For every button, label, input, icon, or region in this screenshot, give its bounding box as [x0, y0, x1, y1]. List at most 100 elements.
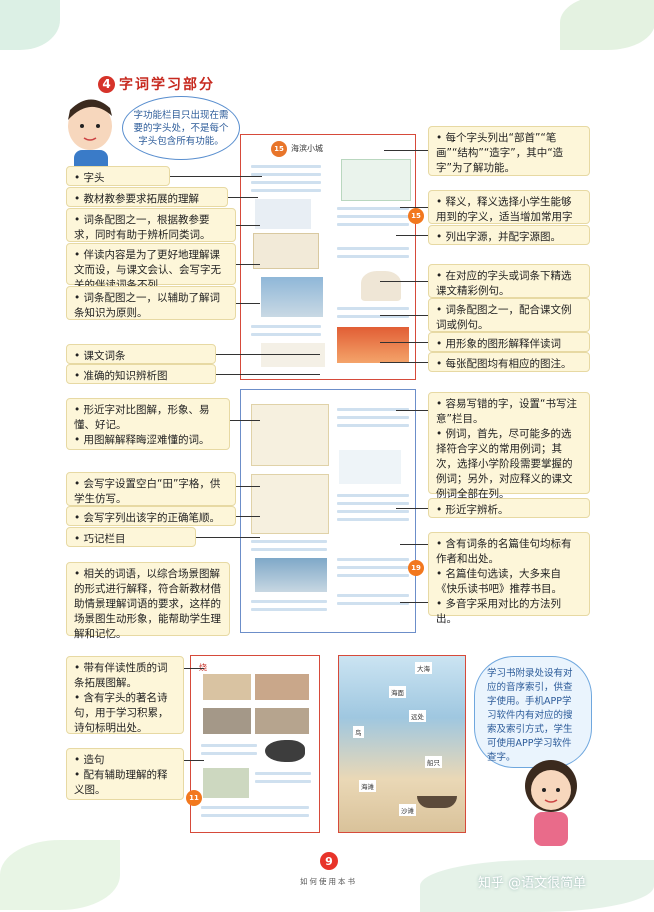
text-line [337, 307, 409, 310]
lake-photo [255, 558, 327, 592]
text-line [255, 772, 311, 775]
right-note: • 形近字辨析。 [428, 498, 590, 518]
text-line [251, 189, 321, 192]
bird-image [255, 199, 311, 229]
right-note: • 含有词条的名篇佳句均标有作者和出处。• 名篇佳句选读，大多来自《快乐读书吧》… [428, 532, 590, 625]
text-line [337, 510, 409, 513]
text-line [251, 181, 321, 184]
drawing-image [339, 450, 401, 484]
seagull-photo [261, 277, 323, 317]
leaf-decoration [560, 0, 654, 50]
connector-line [196, 537, 260, 538]
connector-line [380, 362, 428, 363]
text-line [337, 518, 409, 521]
bird-photo [203, 768, 249, 798]
right-note: • 释义，释义选择小学生能够用到的字义，适当增加常用字义。 [428, 190, 590, 238]
page-number: 9 [320, 852, 338, 870]
text-line [337, 416, 409, 419]
animal-photo [203, 674, 251, 700]
left-note: • 会写字列出该字的正确笔顺。 [66, 506, 236, 526]
left-note: • 词条配图之一，根据教参要求，同时有助于辨析同类词。 [66, 208, 236, 242]
leaf-decoration [420, 860, 654, 912]
right-note: • 每张配图均有相应的图注。 [428, 352, 590, 372]
text-line [251, 540, 327, 543]
connector-line [184, 668, 204, 669]
text-line [251, 325, 321, 328]
text-line [251, 173, 321, 176]
scene-label: 鸟 [353, 726, 364, 738]
connector-line [216, 354, 320, 355]
left-note: • 会写字设置空白“田”字格，供学生仿写。 [66, 472, 236, 506]
diagram-image [253, 233, 319, 269]
page-badge: 19 [408, 560, 424, 576]
animal-photo [255, 708, 309, 734]
boats-diagram [261, 343, 325, 367]
text-line [201, 806, 309, 809]
shell-illustration [361, 271, 401, 301]
right-note: • 词条配图之一，配合课文例词或例句。 [428, 298, 590, 332]
animal-photo [255, 674, 309, 700]
connector-line [400, 544, 428, 545]
text-line [337, 408, 409, 411]
page-badge: 11 [186, 790, 202, 806]
text-line [337, 602, 409, 605]
boat-illustration [417, 796, 457, 808]
girl-speech-bubble: 学习书附录处设有对应的音序索引，供查字使用。手机APP学习软件内有对应的搜索及索… [474, 656, 592, 768]
text-line [255, 780, 311, 783]
right-note: • 在对应的字头或词条下精选课文精彩例句。 [428, 264, 590, 298]
text-line [337, 215, 409, 218]
connector-line [380, 281, 428, 282]
connector-line [236, 303, 260, 304]
left-note: • 造句• 配有辅助理解的释义图。 [66, 748, 184, 800]
right-note: • 每个字头列出“部首”“笔画”“结构”“造字”，其中“造字”为了解功能。 [428, 126, 590, 176]
connector-line [396, 235, 428, 236]
text-line [337, 315, 409, 318]
right-note: • 容易写错的字，设置“书写注意”栏目。• 例词，首先，尽可能多的选择符合字义的… [428, 392, 590, 500]
text-line [337, 502, 409, 505]
connector-line [380, 315, 428, 316]
scene-label: 远处 [409, 710, 426, 722]
coral-photo [337, 327, 409, 363]
leaf-decoration [0, 840, 120, 910]
right-note: • 列出字源，并配字源图。 [428, 225, 590, 245]
connector-line [380, 342, 428, 343]
left-note: • 伴读内容是为了更好地理解课文而设，与课文会认、会写字无关的伴读词条不列。 [66, 243, 236, 291]
sample-page-characters [240, 389, 416, 633]
text-line [251, 165, 321, 168]
left-note: • 巧记栏目 [66, 527, 196, 547]
scene-label: 沙滩 [399, 804, 416, 816]
left-note: • 教材教参要求拓展的理解词。 [66, 187, 228, 220]
animal-photo [203, 708, 251, 734]
left-note: • 字头 [66, 166, 170, 186]
text-line [201, 744, 257, 747]
connector-line [216, 374, 320, 375]
page-footer: 如何使用本书 [300, 877, 357, 886]
connector-line [170, 176, 262, 177]
connector-line [236, 264, 260, 265]
text-line [337, 207, 409, 210]
left-note: • 词条配图之一，以辅助了解词条知识为原则。 [66, 286, 236, 320]
connector-line [400, 602, 428, 603]
scene-label: 海面 [389, 686, 406, 698]
text-line [337, 255, 409, 258]
connector-line [236, 516, 260, 517]
grid-diagram [251, 474, 329, 534]
section-header: 4 字词学习部分 [98, 74, 215, 94]
text-line [251, 548, 327, 551]
connector-line [384, 150, 428, 151]
left-note: • 形近字对比图解，形象、易懂、好记。• 用图解解释晦涩难懂的词。 [66, 398, 230, 450]
text-line [337, 247, 409, 250]
text-line [251, 333, 321, 336]
section-number: 4 [98, 75, 115, 93]
boar-illustration [265, 740, 305, 762]
connector-line [230, 420, 260, 421]
sample-page-reading: 烧 [190, 655, 320, 833]
text-line [251, 600, 327, 603]
connector-line [396, 410, 428, 411]
left-note: • 带有伴读性质的词条拓展图解。• 含有字头的著名诗句，用于学习积累，诗句标明出… [66, 656, 184, 734]
scene-label: 大海 [415, 662, 432, 674]
text-line [201, 752, 257, 755]
text-line [337, 594, 409, 597]
connector-line [396, 508, 428, 509]
text-line [337, 494, 409, 497]
